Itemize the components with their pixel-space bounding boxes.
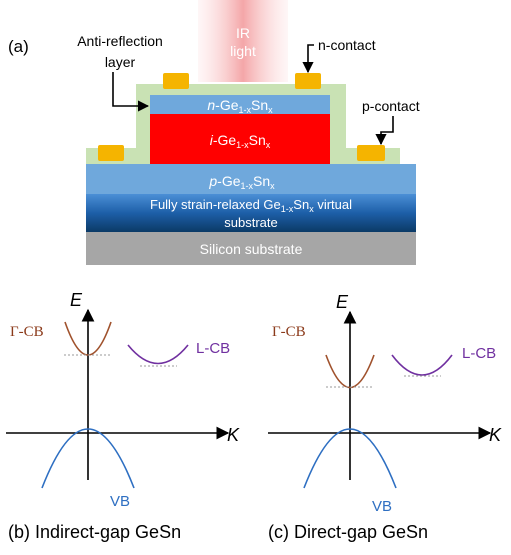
- p-contact-leader: [375, 116, 394, 146]
- p-contact-label: p-contact: [362, 98, 420, 114]
- e-label-indirect: E: [70, 290, 83, 310]
- silicon-substrate: [86, 232, 416, 265]
- vb-curve-indirect: [41, 428, 135, 489]
- l-cb-curve-direct: [391, 354, 453, 376]
- i-layer: [150, 114, 330, 164]
- virtual-substrate-label-2: substrate: [224, 215, 277, 230]
- n-layer-label: n-Ge1-xSnx: [207, 97, 273, 115]
- n-contact-left: [163, 73, 189, 89]
- l-cb-curve-indirect: [127, 344, 189, 365]
- k-label-indirect: K: [227, 425, 240, 445]
- vb-curve-direct: [303, 428, 397, 489]
- virtual-substrate: [86, 194, 416, 232]
- band-diagram-direct: E K Γ-CB L-CB VB (c) Direct-gap GeSn: [268, 292, 502, 542]
- vb-label-indirect: VB: [110, 493, 130, 510]
- caption-direct: (c) Direct-gap GeSn: [268, 522, 428, 542]
- l-cb-label-indirect: L-CB: [196, 340, 230, 357]
- n-contact-label: n-contact: [318, 37, 376, 53]
- anti-reflection-label-1: Anti-reflection: [77, 33, 163, 49]
- n-contact-leader: [302, 44, 314, 74]
- gamma-cb-label-direct: Γ-CB: [272, 324, 306, 340]
- caption-indirect: (b) Indirect-gap GeSn: [8, 522, 181, 542]
- i-layer-label: i-Ge1-xSnx: [210, 132, 271, 150]
- e-label-direct: E: [336, 292, 349, 312]
- silicon-substrate-label: Silicon substrate: [200, 241, 303, 257]
- ir-light-beam: [198, 0, 288, 82]
- p-layer: [86, 164, 416, 194]
- n-contact-right: [295, 73, 321, 89]
- n-layer: [150, 95, 330, 114]
- p-layer-label: p-Ge1-xSnx: [208, 173, 275, 191]
- k-label-direct: K: [489, 425, 502, 445]
- vb-label-direct: VB: [372, 498, 392, 515]
- ir-light-label-2: light: [230, 43, 256, 59]
- ir-light-label-1: IR: [236, 25, 250, 41]
- band-diagram-indirect: E K Γ-CB L-CB VB (b) Indirect-gap GeSn: [6, 290, 240, 542]
- anti-reflection-leader: [112, 72, 150, 112]
- panel-a-label: (a): [8, 37, 29, 56]
- anti-reflection-label-2: layer: [105, 54, 136, 70]
- gamma-cb-label-indirect: Γ-CB: [10, 324, 44, 340]
- p-contact-left: [98, 145, 124, 161]
- l-cb-label-direct: L-CB: [462, 345, 496, 362]
- p-contact-right: [357, 145, 385, 161]
- virtual-substrate-label-1: Fully strain-relaxed Ge1-xSnx virtual: [150, 197, 352, 214]
